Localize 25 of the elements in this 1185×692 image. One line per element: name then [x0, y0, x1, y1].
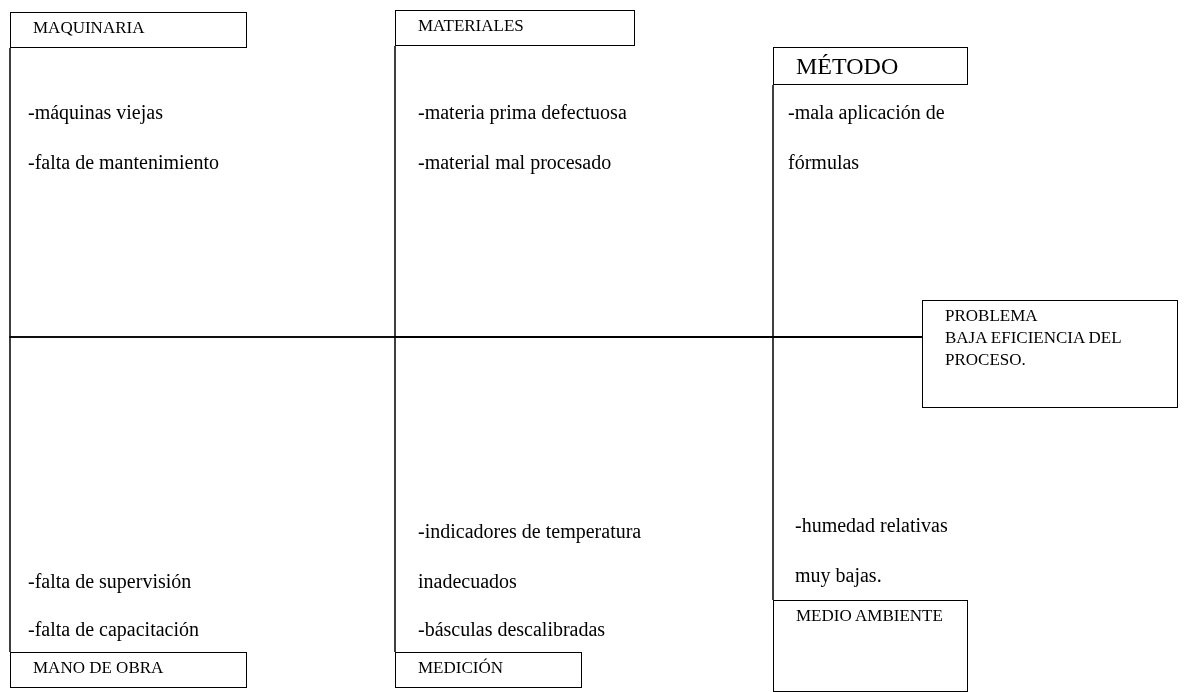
box-heading: PROBLEMA — [945, 305, 1039, 327]
cause-text: -materia prima defectuosa — [418, 100, 628, 126]
cause-text: -falta de mantenimiento — [28, 150, 221, 175]
category-box — [395, 10, 635, 46]
cause-text: -mala aplicación de fórmulas — [788, 100, 946, 175]
cause-text: -humedad relativas muy bajas. — [795, 513, 949, 589]
cause-text: -falta de capacitación — [28, 617, 200, 643]
box-heading: MÉTODO — [796, 52, 900, 80]
box-heading: MATERIALES — [418, 15, 525, 37]
cause-text: -básculas descalibradas — [418, 617, 607, 642]
category-box — [395, 652, 582, 688]
box-heading: MEDIO AMBIENTE — [796, 605, 944, 627]
cause-text: -máquinas viejas — [28, 100, 164, 126]
box-heading: MEDICIÓN — [418, 657, 504, 679]
cause-text: -indicadores de temperatura inadecuados — [418, 519, 643, 594]
cause-text: -falta de supervisión — [28, 569, 193, 595]
problem-box — [922, 300, 1178, 408]
box-heading: MANO DE OBRA — [33, 657, 165, 679]
category-box — [773, 47, 968, 85]
cause-text: -material mal procesado — [418, 150, 613, 176]
category-box — [773, 600, 968, 692]
box-heading: MAQUINARIA — [33, 17, 146, 39]
problem-text: BAJA EFICIENCIA DEL PROCESO. — [945, 327, 1122, 371]
category-box — [10, 652, 247, 688]
category-box — [10, 12, 247, 48]
